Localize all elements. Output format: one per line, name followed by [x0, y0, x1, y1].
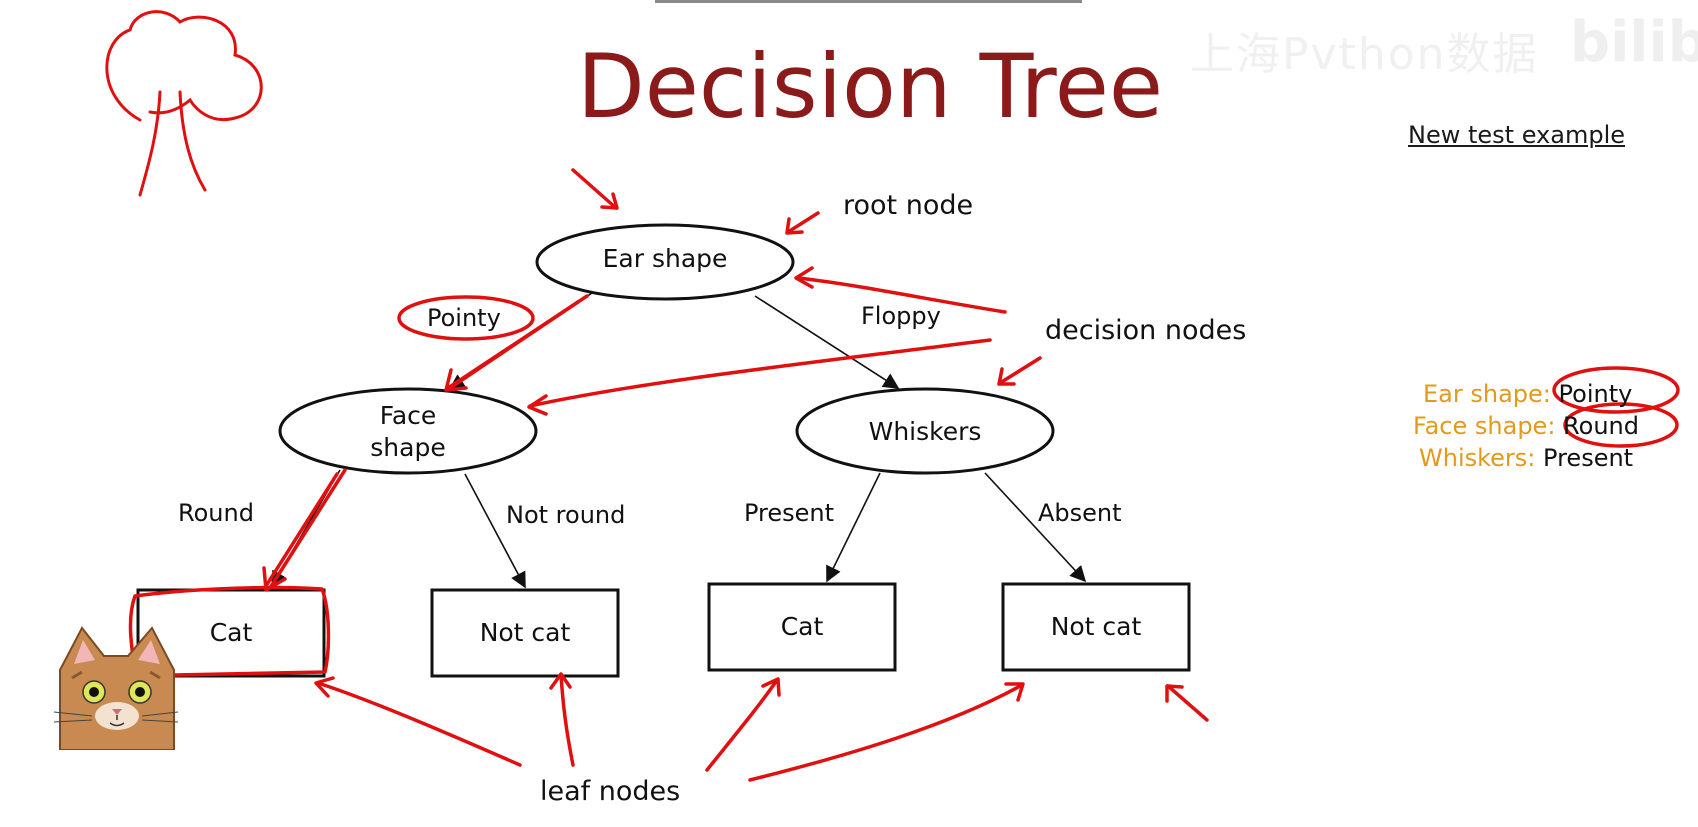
watermark: 上海Pvthon数据: [1190, 29, 1539, 80]
test-value-ear-shape: Pointy: [1558, 380, 1633, 408]
test-row-ear-shape: Ear shape: Pointy: [1423, 380, 1632, 408]
root-node: [535, 223, 795, 301]
edge-not-round: [464, 473, 526, 589]
cat-face-icon: [53, 626, 179, 750]
leaf-node-3: [707, 582, 897, 672]
root-node-annotation: root node: [843, 190, 974, 221]
watermark-logo: bilibili: [1570, 10, 1698, 75]
leaf-node-2: [430, 588, 620, 678]
edge-label-pointy: Pointy: [427, 304, 501, 332]
whiskers-node: [795, 387, 1055, 475]
edge-label-not-round: Not round: [506, 501, 626, 529]
face-shape-node: [278, 387, 538, 475]
test-example-heading: New test example: [1408, 121, 1625, 149]
tree-doodle-icon: [105, 10, 263, 197]
slide-title: Decision Tree: [577, 35, 1163, 138]
leaf-node-4-label: Not cat: [1050, 612, 1142, 641]
test-row-face-shape: Face shape: Round: [1413, 412, 1639, 440]
leaf-nodes-annotation: leaf nodes: [540, 776, 681, 807]
edge-label-floppy: Floppy: [861, 302, 941, 330]
leaf-node-2-label: Not cat: [479, 618, 571, 647]
leaf-node-1-label: Cat: [209, 618, 253, 647]
edge-label-present: Present: [744, 499, 835, 527]
leaf-node-3-label: Cat: [780, 612, 824, 641]
leaf-node-4: [1001, 582, 1191, 672]
whiskers-node-label: Whiskers: [868, 417, 982, 446]
top-rule: [655, 0, 1082, 3]
root-node-label: Ear shape: [602, 244, 728, 273]
test-row-whiskers: Whiskers: Present: [1419, 444, 1633, 472]
edge-label-absent: Absent: [1038, 499, 1122, 527]
test-value-face-shape: Round: [1563, 412, 1639, 440]
edge-floppy: [754, 295, 900, 389]
test-label-face-shape: Face shape:: [1413, 412, 1556, 440]
edge-present: [826, 472, 881, 583]
test-label-whiskers: Whiskers:: [1419, 444, 1536, 472]
test-value-whiskers: Present: [1543, 444, 1634, 472]
test-label-ear-shape: Ear shape:: [1423, 380, 1551, 408]
decision-nodes-annotation: decision nodes: [1045, 315, 1247, 346]
edge-label-round: Round: [178, 499, 254, 527]
face-shape-node-label-line2: shape: [370, 433, 446, 462]
edge-absent: [984, 472, 1087, 583]
red-annotations: [128, 168, 1680, 782]
face-shape-node-label-line1: Face: [379, 401, 437, 430]
